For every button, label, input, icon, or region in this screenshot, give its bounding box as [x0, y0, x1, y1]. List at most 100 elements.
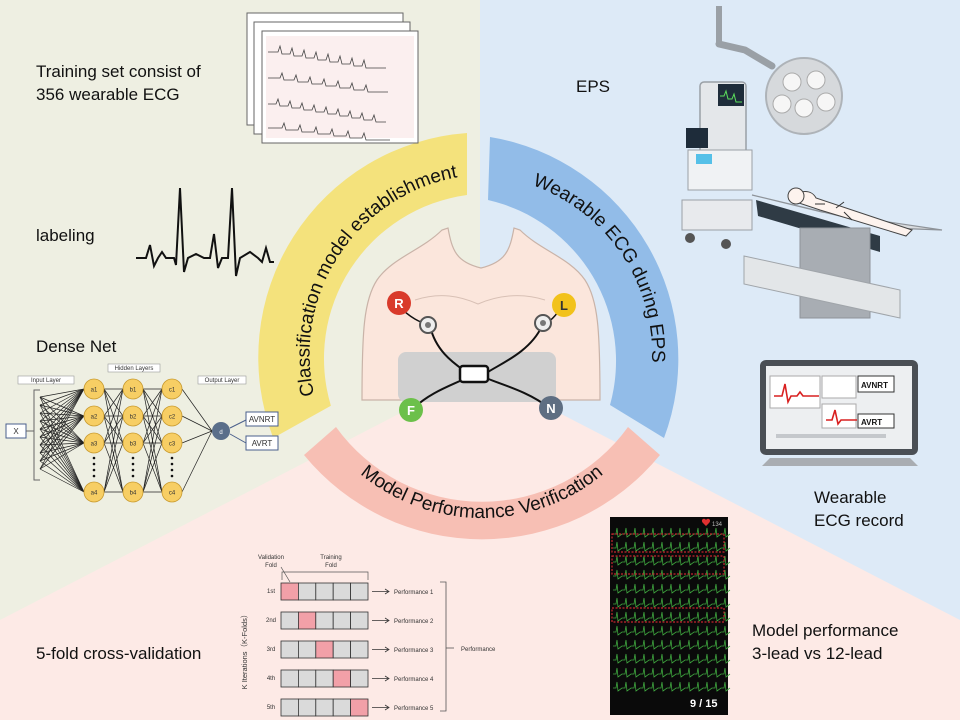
densenet-edge: [39, 442, 85, 446]
validation-fold-label-1: Validation: [258, 555, 284, 561]
model-performance-label: Model performance 3-lead vs 12-lead: [752, 619, 898, 665]
densenet-edge: [39, 436, 85, 444]
kfold-validation-cell: [297, 611, 317, 630]
densenet-output-avnrt: AVNRT: [249, 415, 275, 424]
densenet-node: [161, 378, 183, 400]
kfold-row-label: 4th: [267, 676, 275, 682]
densenet-edge: [142, 415, 163, 444]
kfold-training-cell: [280, 611, 299, 630]
phone-counter: 9 / 15: [690, 698, 718, 710]
model-performance-line1: Model performance: [752, 621, 899, 640]
training-fold-label-2: Fold: [325, 563, 337, 569]
kfold-validation-cell: [332, 669, 352, 688]
densenet-node: [83, 378, 105, 400]
arc-classification: [258, 133, 467, 438]
wearable-record-line1: Wearable: [814, 488, 887, 507]
kfold-training-cell: [297, 698, 317, 717]
densenet-node-label: c1: [169, 388, 176, 394]
densenet-ellipsis-dot: [131, 468, 135, 472]
training-fold-label-1: Training: [320, 555, 341, 561]
densenet-node: [122, 481, 144, 503]
electrode-r: R: [387, 291, 411, 315]
densenet-edge: [39, 442, 85, 462]
densenet-node-label: c2: [169, 415, 176, 421]
densenet-output-node: [212, 422, 230, 440]
densenet-output-avrt: AVRT: [252, 439, 273, 448]
kfold-row-performance: Performance 5: [394, 706, 434, 712]
densenet-ellipsis-dot: [170, 456, 174, 460]
densenet-node: [83, 405, 105, 427]
densenet-edge: [39, 412, 85, 444]
kfold-training-cell: [350, 640, 369, 659]
phone-ecg-trace: [613, 639, 731, 650]
kfold-row-performance: Performance 4: [394, 677, 434, 683]
densenet-edge: [39, 388, 85, 454]
training-set-line2: 356 wearable ECG: [36, 85, 180, 104]
densenet-node: [83, 432, 105, 454]
densenet-node-label: a2: [91, 415, 98, 421]
phone-ecg-trace: [613, 583, 731, 594]
densenet-edge: [39, 388, 85, 462]
densenet-x-input: X: [13, 427, 19, 436]
densenet-edge: [39, 415, 85, 430]
kfold-training-cell: [280, 698, 299, 717]
kfold-training-cell: [332, 611, 352, 630]
densenet-edge: [142, 442, 163, 493]
validation-fold-label-2: Fold: [265, 563, 277, 569]
densenet-hidden-layers: Hidden Layers: [115, 366, 154, 372]
arc-model-verification: [304, 427, 660, 540]
kfold-diagram: Validation Fold Training Fold K Iteratio…: [240, 555, 496, 717]
densenet-diagram: Input Layer Hidden Layers Output Layer X…: [5, 363, 279, 503]
densenet-edge: [103, 388, 124, 444]
densenet-node-label: a4: [91, 491, 98, 497]
densenet-edge: [39, 404, 85, 417]
densenet-edge: [39, 415, 85, 446]
densenet-edge: [142, 415, 163, 493]
kfold-axis-label: K Iterations（K-Folds）: [240, 611, 249, 690]
densenet-node-label: a1: [91, 388, 98, 394]
densenet-edge: [103, 415, 124, 493]
kfold-arrow: [372, 704, 390, 711]
densenet-edge: [39, 388, 85, 422]
densenet-ellipsis-dot: [92, 456, 96, 460]
densenet-ellipsis-dot: [92, 468, 96, 472]
densenet-edge: [39, 388, 85, 414]
densenet-edge: [39, 428, 85, 493]
monitor-avrt-label: AVRT: [861, 418, 882, 427]
model-performance-line2: 3-lead vs 12-lead: [752, 644, 883, 663]
kfold-validation-cell: [280, 582, 299, 601]
densenet-edge: [39, 388, 85, 430]
kfold-training-cell: [280, 640, 299, 659]
kfold-training-cell: [350, 669, 369, 688]
densenet-edge: [39, 415, 85, 462]
kfold-training-cell: [332, 698, 352, 717]
densenet-input-layer: Input Layer: [31, 378, 61, 384]
densenet-edge: [39, 388, 85, 470]
phone-ecg-trace: [613, 681, 731, 692]
kfold-row-label: 3rd: [267, 647, 276, 653]
kfold-training-cell: [297, 640, 317, 659]
phone-ecg-trace: [613, 597, 731, 608]
kfold-training-cell: [315, 582, 334, 601]
phone-ecg-trace: [613, 625, 731, 636]
densenet-ellipsis-dot: [170, 462, 174, 466]
kfold-training-cell: [332, 640, 352, 659]
densenet-node: [161, 481, 183, 503]
densenet-node: [161, 405, 183, 427]
kfold-training-cell: [332, 582, 352, 601]
densenet-ellipsis-dot: [131, 456, 135, 460]
kfold-training-cell: [350, 582, 369, 601]
densenet-edge: [39, 468, 85, 493]
electrode-f: F: [399, 398, 423, 422]
kfold-training-cell: [350, 611, 369, 630]
phone-ecg-trace: [613, 541, 731, 552]
wearable-record-label: Wearable ECG record: [814, 486, 904, 532]
densenet-edge: [39, 396, 85, 493]
electrode-f-label: F: [407, 403, 415, 418]
densenet-edge: [39, 442, 85, 470]
ecg-sheets-illustration: [246, 12, 419, 144]
kfold-training-cell: [280, 669, 299, 688]
densenet-output-layer: Output Layer: [205, 378, 240, 384]
densenet-edge: [39, 436, 85, 493]
densenet-ellipsis-dot: [131, 462, 135, 466]
